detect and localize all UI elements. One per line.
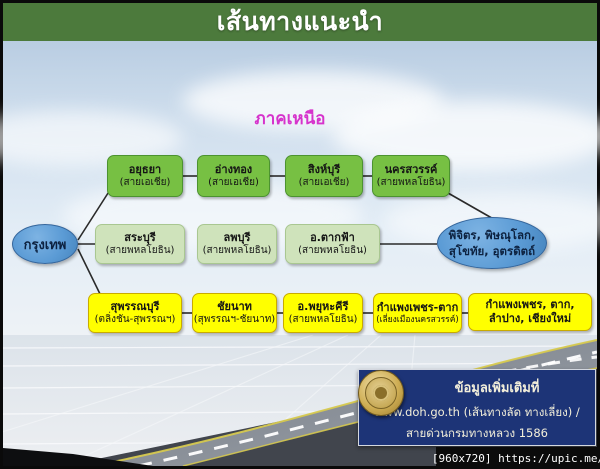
page-title: เส้นทางแนะนำ: [216, 7, 384, 36]
stop-via: (สายพหลโยธิน): [376, 176, 446, 188]
doh-seal-logo: [358, 370, 404, 416]
stop-nakhonsawan: นครสวรรค์ (สายพหลโยธิน): [372, 155, 450, 197]
title-bar: เส้นทางแนะนำ: [3, 3, 597, 41]
stop-ayutthaya: อยุธยา (สายเอเชีย): [107, 155, 183, 197]
stop-via: (สายพหลโยธิน): [202, 244, 272, 256]
stop-via: (สายพหลโยธิน): [298, 244, 367, 256]
stop-phayuhakhiri: อ.พยุหะคีรี (สายพหลโยธิน): [283, 293, 363, 333]
stop-city: ลพบุรี: [223, 230, 251, 244]
stop-via: (สายเอเชีย): [298, 176, 350, 188]
info-hotline: สายด่วนกรมทางหลวง 1586: [406, 426, 548, 440]
stop-city: กำแพงเพชร, ตาก,: [485, 298, 575, 312]
stop-city: อ.พยุหะคีรี: [297, 299, 349, 313]
stop-city: นครสวรรค์: [384, 162, 438, 176]
stop-via: (ตลิ่งชัน-สุพรรณฯ): [94, 313, 176, 325]
stop-city: สิงห์บุรี: [307, 162, 341, 176]
stop-via: (เลี่ยงเมืองนครสวรรค์): [376, 314, 459, 325]
stop-angthong: อ่างทอง (สายเอเชีย): [197, 155, 270, 197]
stop-city: สระบุรี: [124, 230, 156, 244]
stop-city: สุพรรณบุรี: [110, 299, 160, 313]
stop-via: (สุพรรณฯ-ชัยนาท): [193, 313, 276, 325]
stop-city: อ่างทอง: [214, 162, 253, 176]
region-label: ภาคเหนือ: [254, 109, 326, 129]
stop-city: อยุธยา: [128, 162, 162, 176]
stop-city: กำแพงเพชร-ตาก: [376, 300, 459, 314]
stop-city: ชัยนาท: [217, 299, 252, 313]
hub-line2: สุโขทัย, อุตรดิตถ์: [448, 244, 536, 258]
stop-kamphaengphet-tak: กำแพงเพชร-ตาก (เลี่ยงเมืองนครสวรรค์): [373, 293, 462, 333]
stop-singburi: สิงห์บุรี (สายเอเชีย): [285, 155, 363, 197]
info-url: www.doh.go.th (เส้นทางลัด ทางเลี่ยง) /: [374, 405, 580, 419]
hub-line1: พิจิตร, พิษณุโลก,: [448, 227, 536, 242]
stop-via: ลำปาง, เชียงใหม่: [488, 312, 572, 325]
stop-takfa: อ.ตากฟ้า (สายพหลโยธิน): [285, 224, 380, 264]
stop-city: อ.ตากฟ้า: [310, 230, 355, 244]
hub-node-north: พิจิตร, พิษณุโลก, สุโขทัย, อุตรดิตถ์: [437, 217, 547, 269]
doh-seal-emblem: [373, 385, 389, 401]
stop-suphanburi: สุพรรณบุรี (ตลิ่งชัน-สุพรรณฯ): [88, 293, 182, 333]
origin-label: กรุงเทพ: [23, 237, 67, 253]
stop-north-destinations: กำแพงเพชร, ตาก, ลำปาง, เชียงใหม่: [468, 293, 592, 331]
info-title: ข้อมูลเพิ่มเติมที่: [454, 381, 540, 396]
origin-node-bangkok: กรุงเทพ: [12, 224, 78, 264]
stop-via: (สายเอเชีย): [208, 176, 259, 188]
stop-via: (สายพหลโยธิน): [105, 244, 175, 256]
watermark: [960x720] https://upic.me/: [432, 447, 600, 469]
stop-via: (สายพหลโยธิน): [288, 313, 358, 325]
stop-saraburi: สระบุรี (สายพหลโยธิน): [95, 224, 185, 264]
stop-via: (สายเอเชีย): [119, 176, 171, 188]
stop-chainat: ชัยนาท (สุพรรณฯ-ชัยนาท): [192, 293, 277, 333]
stop-lopburi: ลพบุรี (สายพหลโยธิน): [197, 224, 277, 264]
info-box: ข้อมูลเพิ่มเติมที่ www.doh.go.th (เส้นทา…: [358, 369, 596, 446]
